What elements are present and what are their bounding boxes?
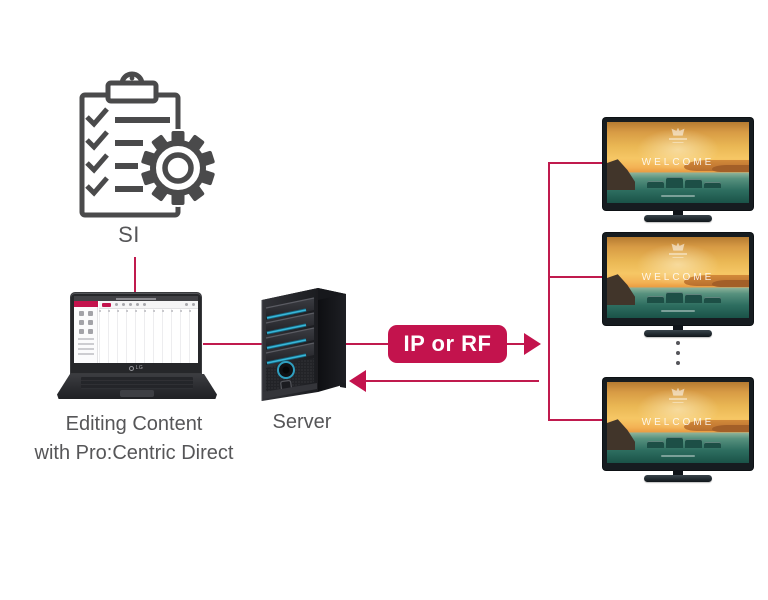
editor-sidebar-header <box>74 301 98 307</box>
arrowhead-right-icon <box>524 333 541 355</box>
tv-screen: WELCOME <box>607 237 749 318</box>
screen-footer-text <box>661 195 695 198</box>
connector-badge-to-arrow <box>507 343 526 345</box>
si-label: SI <box>118 222 140 247</box>
laptop-caption-line1: Editing Content <box>65 413 203 435</box>
connector-server-to-badge <box>346 343 390 345</box>
editor-titlebar <box>74 296 198 301</box>
hotel-crest-icon <box>671 242 685 251</box>
laptop-caption-line2: with Pro:Centric Direct <box>34 442 234 464</box>
welcome-text: WELCOME <box>641 156 715 168</box>
tv-bezel: WELCOME <box>603 378 753 470</box>
connector-si-to-laptop <box>134 257 136 293</box>
cliff-silhouette <box>712 424 749 433</box>
laptop-trackpad <box>120 390 154 397</box>
tv-display-3: WELCOME <box>603 378 753 486</box>
laptop-base <box>57 374 217 399</box>
checklist-gear-icon <box>79 71 217 218</box>
laptop-caption: Editing Content with Pro:Centric Direct <box>4 410 264 468</box>
hotel-crest-icon <box>671 387 685 396</box>
procentric-editor-screen <box>74 296 198 363</box>
cliff-silhouette <box>712 279 749 288</box>
editor-sidebar <box>74 301 98 363</box>
resort-silhouette <box>646 435 721 448</box>
screen-footer-text <box>661 310 695 313</box>
resort-silhouette <box>646 175 721 188</box>
transport-badge: IP or RF <box>388 325 507 363</box>
tv-screen: WELCOME <box>607 122 749 203</box>
branch-line-tv2 <box>548 276 604 278</box>
server-label: Server <box>272 411 332 433</box>
connector-tvs-to-server <box>365 380 539 382</box>
tv-display-1: WELCOME <box>603 118 753 226</box>
laptop-screen: LG <box>70 292 202 374</box>
gear-icon <box>139 129 217 207</box>
tv-stand <box>603 210 753 226</box>
arrowhead-left-icon <box>349 370 366 392</box>
tv-stand <box>603 470 753 486</box>
more-tvs-ellipsis <box>676 341 680 371</box>
branch-line-tv3 <box>548 419 604 421</box>
welcome-text: WELCOME <box>641 416 715 428</box>
editor-toolbar <box>99 301 198 309</box>
tv-stand <box>603 325 753 341</box>
lg-logo: LG <box>71 364 201 372</box>
welcome-text: WELCOME <box>641 271 715 283</box>
screen-footer-text <box>661 455 695 458</box>
branch-line-tv1 <box>548 162 604 164</box>
tv-bezel: WELCOME <box>603 233 753 325</box>
laptop-keyboard <box>81 377 193 389</box>
transport-badge-label: IP or RF <box>403 331 492 356</box>
server-tower-icon <box>261 288 346 401</box>
cliff-silhouette <box>712 164 749 173</box>
tv-display-2: WELCOME <box>603 233 753 341</box>
hotel-crest-icon <box>671 127 685 136</box>
connector-laptop-to-server <box>203 343 263 345</box>
tv-bezel: WELCOME <box>603 118 753 210</box>
resort-silhouette <box>646 290 721 303</box>
laptop-illustration: LG <box>57 290 217 402</box>
distribution-trunk-line <box>548 162 550 421</box>
editor-canvas <box>99 309 198 363</box>
tv-screen: WELCOME <box>607 382 749 463</box>
